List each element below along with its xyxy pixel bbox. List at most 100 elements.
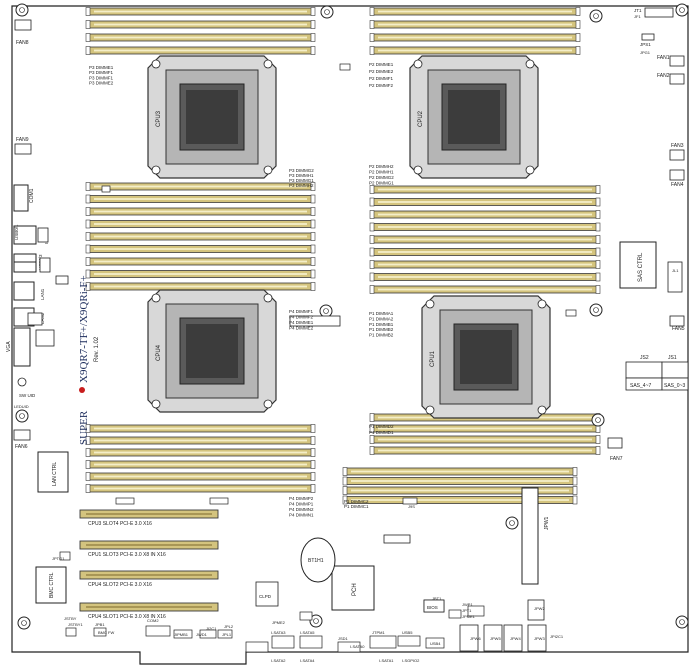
pin-header xyxy=(467,605,485,617)
pcie-slot[interactable]: CPU3 SLOT4 PCI-E 3.0 X16 xyxy=(79,509,219,527)
dimm-latch xyxy=(310,257,316,266)
pcie-slot-label: CPU3 SLOT4 PCI-E 3.0 X16 xyxy=(88,521,152,527)
header-label: JPW4 xyxy=(510,636,521,641)
dimm-slot-stripe xyxy=(94,198,307,200)
dimm-latch xyxy=(572,495,578,505)
pcie-slot[interactable]: CPU1 SLOT3 PCI-E 3.0 X8 IN X16 xyxy=(79,540,219,558)
pin-header xyxy=(369,635,397,649)
dimm-slot-stripe xyxy=(378,238,592,241)
cpu-label: CPU1 xyxy=(430,350,436,367)
dimm-slot-stripe xyxy=(351,480,569,482)
pin-header xyxy=(59,551,71,561)
header-label: JPME1 xyxy=(462,614,476,619)
header-label: I-SATA3 xyxy=(271,630,286,635)
cpu-label: CPU4 xyxy=(156,344,162,361)
model-logo-dot xyxy=(79,387,85,393)
pin-header xyxy=(145,625,171,637)
dimm-latch xyxy=(575,7,581,16)
lan1-label: LAN1 xyxy=(40,288,45,300)
dimm-latch xyxy=(572,486,578,495)
dimm-slot-stripe xyxy=(351,470,569,473)
cpu-retention-screw xyxy=(525,59,535,69)
mounting-hole-inner xyxy=(679,7,685,13)
dimm-slot-stripe xyxy=(378,10,572,13)
dimm-latch xyxy=(310,460,316,469)
js2-label: JS2 xyxy=(640,355,649,361)
cpu-retention-screw xyxy=(413,165,423,175)
model-name: SUPER X9QR7-TF+/X9QRi-F+ Rev. 1.02 xyxy=(78,275,100,445)
dimm-slot-stripe xyxy=(94,223,307,225)
lan-ctrl-label: LAN CTRL xyxy=(52,462,58,486)
small-headers xyxy=(59,63,577,653)
pcie-slot-label: CPU4 SLOT2 PCI-E 3.0 X16 xyxy=(88,582,152,588)
dimm-latch xyxy=(575,33,581,42)
pin-header xyxy=(209,497,229,505)
dimm-label: P2 DIMME1 xyxy=(369,62,394,67)
dimm-latch xyxy=(369,20,375,29)
dimm-latch xyxy=(85,194,91,204)
dimm-label: P1 DIMMB2 xyxy=(369,327,394,332)
dimm-latch xyxy=(310,7,316,16)
dimm-latch xyxy=(595,435,601,444)
dimm-latch xyxy=(85,33,91,42)
dimm-latch xyxy=(369,197,375,207)
cpu-retention-screw xyxy=(525,165,535,175)
dimm-slot-stripe xyxy=(378,188,592,191)
sas-ctrl-label: SAS CTRL xyxy=(638,252,644,282)
dimm-latch xyxy=(595,247,601,257)
header-label: I-SATA1 xyxy=(379,658,394,663)
header-label: I-SGPIO2 xyxy=(402,658,420,663)
header-label: JPB1 xyxy=(95,622,105,627)
dimm-label: P3 DIMMH2 xyxy=(289,183,314,188)
misc-label: JF1 xyxy=(634,14,641,19)
pcie-slot-pins xyxy=(86,513,212,515)
cpu-socket: CPU2 xyxy=(409,55,539,179)
fan6-label: FAN6 xyxy=(15,444,28,450)
model-prefix: SUPER xyxy=(78,410,90,445)
header-label: JWP1 xyxy=(462,602,473,607)
dimm-label: P1 DIMMA2 xyxy=(369,316,394,321)
dimm-latch xyxy=(310,282,316,291)
dimm-latch xyxy=(342,486,348,495)
misc-label: JPG1 xyxy=(640,50,651,55)
pcie-slot[interactable]: CPU4 SLOT2 PCI-E 3.0 X16 xyxy=(79,570,219,588)
cpu-retention-screw xyxy=(537,405,547,415)
dimm-latch xyxy=(85,219,91,229)
bios-label: BIOS xyxy=(427,605,438,610)
dimm-label: P4 DIMMN2 xyxy=(289,507,314,512)
dimm-latch xyxy=(85,207,91,216)
pin-header xyxy=(299,611,313,621)
dimm-latch xyxy=(85,232,91,241)
dimm-latch xyxy=(85,460,91,469)
misc-label: JSTBY xyxy=(64,616,77,621)
cpu-retention-screw xyxy=(151,399,161,409)
header-label: JPT1 xyxy=(462,608,472,613)
dimm-latch xyxy=(595,222,601,232)
dimm-slot-stripe xyxy=(94,427,307,430)
header-label: JSD1 xyxy=(338,636,349,641)
pin-header xyxy=(299,635,323,649)
header-label: I-SATA5 xyxy=(300,630,315,635)
fan2-label: FAN2 xyxy=(657,73,670,79)
dimm-slot-stripe xyxy=(94,210,307,213)
dimm-slot-stripe xyxy=(351,499,569,501)
pcie-slot[interactable]: CPU4 SLOT1 PCI-E 3.0 X8 IN X16 xyxy=(79,602,219,620)
header-label: JSTBY1 xyxy=(68,622,83,627)
dimm-slot-stripe xyxy=(351,489,569,492)
cpu-retention-screw xyxy=(151,165,161,175)
dimm-slot-stripe xyxy=(378,23,572,26)
dimm-latch xyxy=(310,182,316,191)
dimm-slot-stripe xyxy=(378,263,592,266)
pcie-slot-pins xyxy=(86,606,212,608)
dimm-slot-stripe xyxy=(378,276,592,278)
pin-header xyxy=(339,63,351,71)
cpu-retention-screw xyxy=(413,59,423,69)
mounting-hole-inner xyxy=(19,413,25,419)
dimm-label: P3 DIMME1 xyxy=(89,65,114,70)
cpu-socket: CPU1 xyxy=(421,295,551,419)
pin-header xyxy=(402,497,418,505)
dimm-latch xyxy=(595,272,601,282)
dimm-latch xyxy=(85,7,91,16)
dimm-label: P1 DIMMB2 xyxy=(369,333,394,338)
